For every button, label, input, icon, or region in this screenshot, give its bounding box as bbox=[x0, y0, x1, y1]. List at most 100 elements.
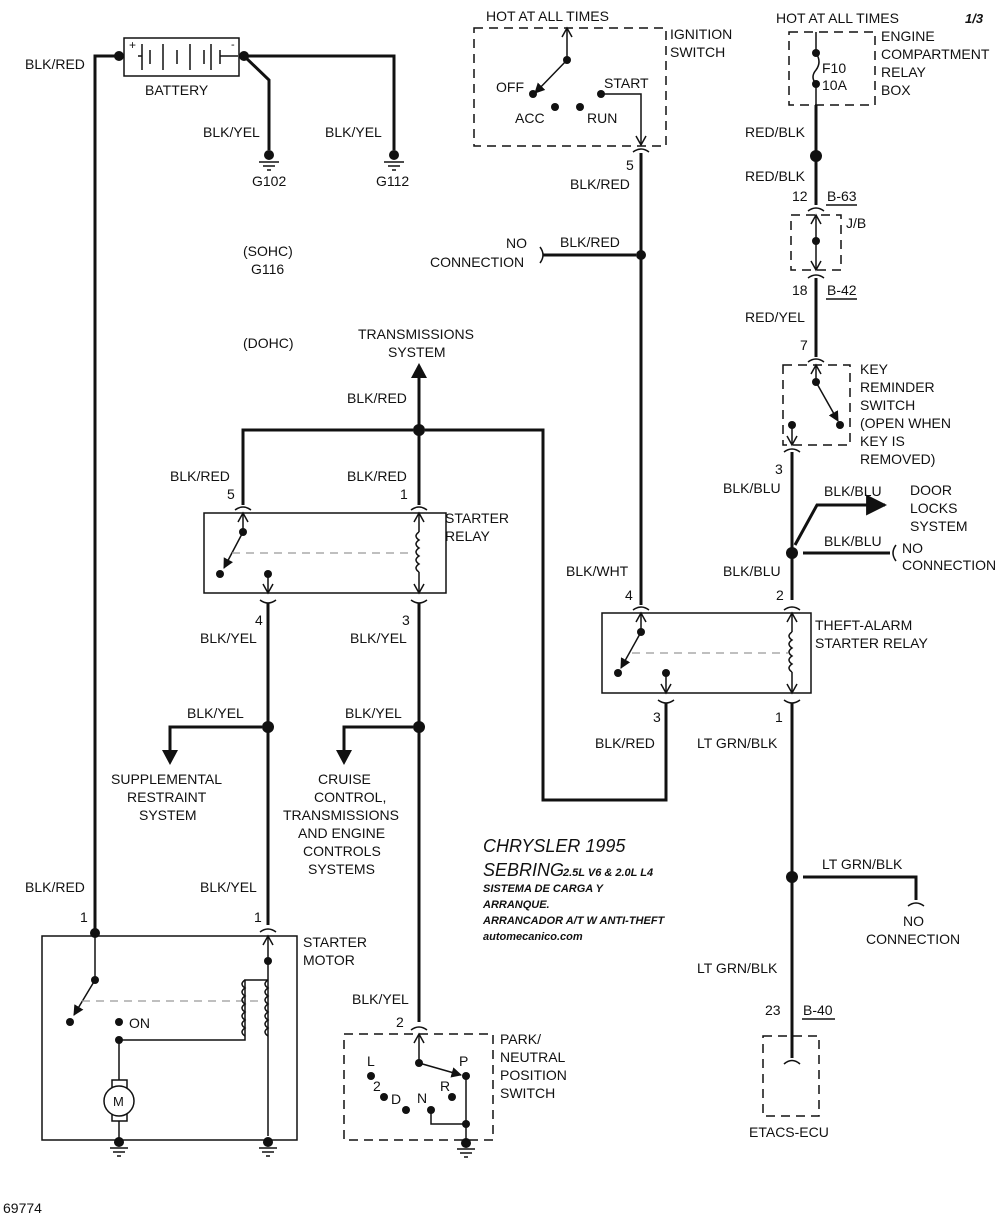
wire-label: BLK/RED bbox=[560, 234, 620, 250]
wire-label: BLK/YEL bbox=[200, 879, 257, 895]
key-reminder-label: (OPEN WHEN bbox=[860, 415, 951, 431]
title-engines: 2.5L V6 & 2.0L L4 bbox=[562, 867, 653, 879]
junction-block bbox=[790, 214, 842, 271]
no-connection: NO bbox=[506, 235, 527, 251]
pn-pos-2: 2 bbox=[373, 1078, 381, 1094]
ground-icon bbox=[259, 1137, 277, 1157]
title-model: SEBRING bbox=[483, 860, 564, 880]
junction-block-label: J/B bbox=[846, 215, 866, 231]
starter-motor-label: STARTER bbox=[303, 934, 367, 950]
hot-at-all-times: HOT AT ALL TIMES bbox=[776, 10, 899, 26]
theft-relay-label: THEFT-ALARM bbox=[815, 617, 912, 633]
battery: + - BATTERY bbox=[114, 37, 249, 98]
switch-pos-off: OFF bbox=[496, 79, 524, 95]
pn-switch-label: NEUTRAL bbox=[500, 1049, 566, 1065]
motor-label: M bbox=[113, 1094, 124, 1109]
wire-label: BLK/RED bbox=[570, 176, 630, 192]
relay-coil-icon bbox=[415, 531, 421, 573]
cruise-label: SYSTEMS bbox=[308, 861, 375, 877]
wire-label: BLK/BLU bbox=[723, 480, 781, 496]
ignition-switch-label: IGNITION bbox=[670, 26, 732, 42]
key-reminder-label: REMINDER bbox=[860, 379, 935, 395]
srs-label: RESTRAINT bbox=[127, 789, 207, 805]
wire-label: RED/BLK bbox=[745, 168, 806, 184]
theft-relay-label: STARTER RELAY bbox=[815, 635, 928, 651]
starter-motor bbox=[41, 935, 298, 1141]
ground-icon bbox=[457, 1138, 475, 1158]
wire-label: LT GRN/BLK bbox=[697, 735, 778, 751]
park-neutral-position-switch bbox=[343, 1033, 494, 1141]
title-line: ARRANCADOR A/T W ANTI-THEFT bbox=[482, 915, 666, 927]
key-reminder-label: KEY IS bbox=[860, 433, 905, 449]
hot-at-all-times: HOT AT ALL TIMES bbox=[486, 8, 609, 24]
pin-number: 23 bbox=[765, 1002, 781, 1018]
starter-relay bbox=[203, 512, 447, 594]
battery-minus: - bbox=[231, 39, 235, 51]
key-reminder-label: REMOVED) bbox=[860, 451, 935, 467]
coil-icon bbox=[241, 979, 247, 1037]
starter-relay-label: STARTER bbox=[445, 510, 509, 526]
relay-box-label: RELAY bbox=[881, 64, 927, 80]
pin-number: 4 bbox=[255, 612, 263, 628]
cruise-label: CONTROL, bbox=[314, 789, 386, 805]
theft-alarm-starter-relay bbox=[601, 612, 812, 694]
pin-number: 1 bbox=[80, 909, 88, 925]
starter-relay-label: RELAY bbox=[445, 528, 491, 544]
transmission-label: TRANSMISSIONS bbox=[358, 326, 474, 342]
no-connection: NO bbox=[903, 913, 924, 929]
wire-label: BLK/YEL bbox=[352, 991, 409, 1007]
relay-box-label: BOX bbox=[881, 82, 911, 98]
wire-label: BLK/YEL bbox=[325, 124, 382, 140]
wire-label: RED/BLK bbox=[745, 124, 806, 140]
pin-number: 1 bbox=[254, 909, 262, 925]
page-indicator: 1/3 bbox=[965, 11, 984, 26]
switch-pos-acc: ACC bbox=[515, 110, 545, 126]
etacs-ecu-label: ETACS-ECU bbox=[749, 1124, 829, 1140]
relay-box bbox=[788, 31, 876, 106]
key-reminder-label: KEY bbox=[860, 361, 889, 377]
no-connection: CONNECTION bbox=[430, 254, 524, 270]
pin-number: 5 bbox=[227, 486, 235, 502]
title-site: automecanico.com bbox=[483, 931, 583, 943]
ground-sohc: (SOHC) bbox=[243, 243, 293, 259]
key-reminder-label: SWITCH bbox=[860, 397, 915, 413]
relay-coil-icon bbox=[788, 631, 794, 673]
wire-theft-to-starter-relay bbox=[425, 428, 668, 802]
ground-icon bbox=[384, 150, 404, 171]
wire-label: BLK/RED bbox=[347, 468, 407, 484]
arrow-down-icon bbox=[336, 750, 352, 765]
wire-label: BLK/RED bbox=[170, 468, 230, 484]
pin-number: 3 bbox=[402, 612, 410, 628]
fuse-id: F10 bbox=[822, 60, 846, 76]
coil-icon bbox=[264, 979, 270, 1037]
cruise-label: CRUISE bbox=[318, 771, 371, 787]
wire-label: LT GRN/BLK bbox=[697, 960, 778, 976]
battery-label: BATTERY bbox=[145, 82, 209, 98]
srs-label: SUPPLEMENTAL bbox=[111, 771, 222, 787]
pn-pos-l: L bbox=[367, 1053, 375, 1069]
wire-label: BLK/YEL bbox=[187, 705, 244, 721]
title-make-year: CHRYSLER 1995 bbox=[483, 836, 626, 856]
wire-label: BLK/YEL bbox=[350, 630, 407, 646]
switch-on-label: ON bbox=[129, 1015, 150, 1031]
connector-id: B-42 bbox=[827, 282, 857, 298]
no-connection: NO bbox=[902, 540, 923, 556]
srs-label: SYSTEM bbox=[139, 807, 197, 823]
fuse-icon bbox=[812, 52, 820, 85]
etacs-ecu bbox=[762, 1035, 820, 1117]
arrow-down-icon bbox=[162, 750, 178, 765]
ignition-switch-box bbox=[473, 27, 667, 147]
relay-box-label: ENGINE bbox=[881, 28, 935, 44]
battery-plus: + bbox=[129, 38, 136, 52]
pn-switch-label: SWITCH bbox=[500, 1085, 555, 1101]
switch-pos-run: RUN bbox=[587, 110, 617, 126]
ground-icon bbox=[259, 150, 279, 171]
door-locks-label: SYSTEM bbox=[910, 518, 968, 534]
ground-icon bbox=[110, 1137, 128, 1157]
wire-label: BLK/YEL bbox=[203, 124, 260, 140]
pn-pos-d: D bbox=[391, 1091, 401, 1107]
wire-label: BLK/WHT bbox=[566, 563, 629, 579]
cruise-label: TRANSMISSIONS bbox=[283, 807, 399, 823]
pin-number: 5 bbox=[626, 157, 634, 173]
